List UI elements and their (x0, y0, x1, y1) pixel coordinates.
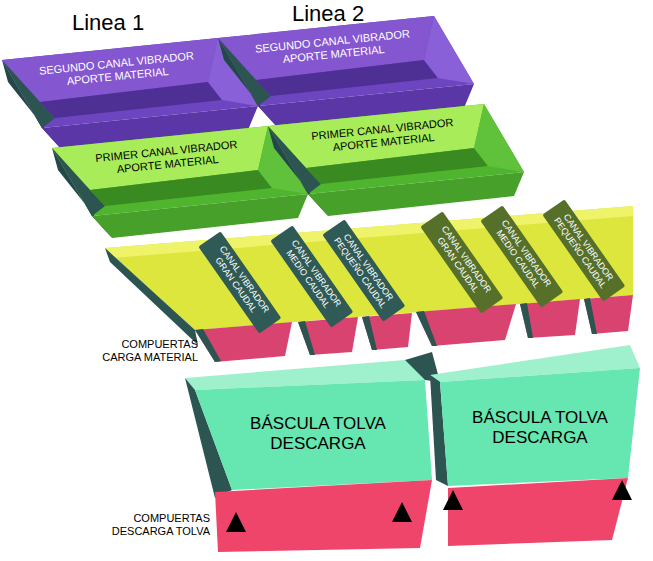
gate-label: COMPUERTAS DESCARGA TOLVA (98, 512, 210, 537)
loading-gate (362, 316, 377, 350)
node-text: SEGUNDO CANAL VIBRADOR APORTE MATERIAL (243, 27, 423, 70)
dosing-channel-box: CANAL VIBRADOR GRAN CAUDAL (199, 231, 282, 333)
line-title: Linea 1 (72, 12, 144, 34)
first-channel-tray (268, 104, 524, 216)
load-cell-triangle (443, 490, 463, 510)
loading-gate (195, 322, 292, 362)
discharge-gate (215, 480, 432, 552)
node-text: BÁSCULA TOLVA DESCARGA (233, 414, 403, 453)
loading-gate (416, 304, 516, 346)
weighing-hopper-box: BÁSCULA TOLVA DESCARGA (451, 405, 629, 450)
weighing-hopper-box: BÁSCULA TOLVA DESCARGA (229, 411, 407, 456)
discharge-gate (448, 478, 628, 546)
loading-gate (520, 303, 533, 338)
loading-gate (416, 311, 437, 346)
line-title: Linea 2 (292, 3, 364, 25)
second-channel-label-box: SEGUNDO CANAL VIBRADOR APORTE MATERIAL (239, 23, 427, 73)
node-text: CANAL VIBRADOR PEQUEÑO CAUDAL (547, 204, 620, 296)
loading-gate (584, 295, 633, 334)
load-cell-triangle (226, 512, 246, 532)
first-channel-label-box: PRIMER CANAL VIBRADOR APORTE MATERIAL (289, 111, 477, 161)
loading-gate (298, 321, 315, 355)
loading-gate (584, 298, 597, 334)
loading-gate (195, 329, 221, 362)
second-channel-label-box: SEGUNDO CANAL VIBRADOR APORTE MATERIAL (23, 45, 211, 95)
node-text: PRIMER CANAL VIBRADOR APORTE MATERIAL (293, 115, 473, 158)
load-cell-triangle (612, 480, 632, 500)
node-text: SEGUNDO CANAL VIBRADOR APORTE MATERIAL (27, 49, 207, 92)
load-cell-triangle (226, 480, 632, 532)
weighing-hopper (440, 368, 640, 486)
load-cell-triangle (392, 502, 412, 522)
first-channel-label-box: PRIMER CANAL VIBRADOR APORTE MATERIAL (73, 133, 261, 183)
weighing-hopper (185, 345, 640, 498)
node-text: PRIMER CANAL VIBRADOR APORTE MATERIAL (77, 137, 257, 180)
dosing-tray (105, 248, 198, 345)
node-text: BÁSCULA TOLVA DESCARGA (455, 408, 625, 447)
node-text: CANAL VIBRADOR GRAN CAUDAL (203, 236, 276, 328)
weighing-hopper (195, 380, 432, 490)
gate-label: COMPUERTAS CARGA MATERIAL (86, 338, 198, 363)
discharge-gate (215, 478, 628, 552)
loading-gate (520, 299, 580, 338)
first-channel-tray (52, 126, 308, 238)
